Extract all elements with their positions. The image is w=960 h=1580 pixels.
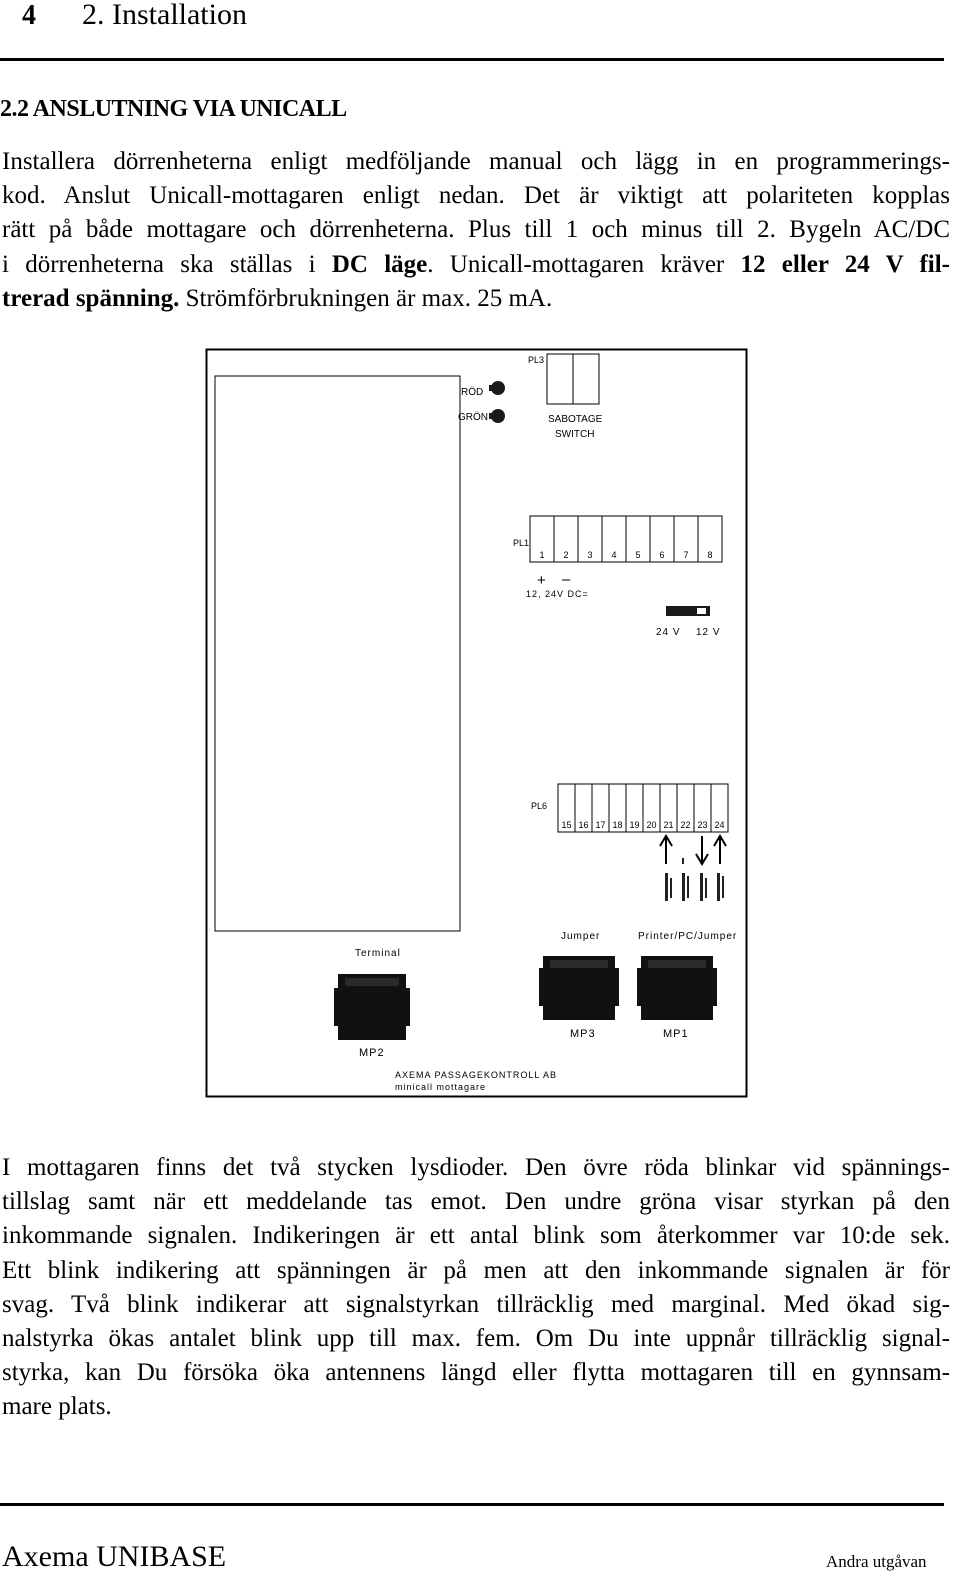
- pin-number: 5: [635, 550, 640, 560]
- body-line: I mottagaren finns det två stycken lysdi…: [2, 1154, 950, 1181]
- footer-edition: Andra utgåvan: [826, 1552, 927, 1571]
- pin-number: 18: [612, 820, 622, 830]
- pin-number: 17: [595, 820, 605, 830]
- jumper-label: Jumper: [561, 931, 600, 942]
- terminal-pin: [697, 515, 723, 563]
- body-line: nalstyrka ökas antalet blink upp till ma…: [2, 1325, 950, 1353]
- pin-number: 15: [561, 820, 571, 830]
- body-paragraph: I mottagaren finns det två stycken lysdi…: [2, 1151, 950, 1425]
- sabotage-label: SABOTAGE: [548, 414, 603, 425]
- pin-number: 8: [707, 550, 712, 560]
- mp3-socket-icon: [539, 956, 619, 1020]
- company-label: AXEMA PASSAGEKONTROLL AB: [395, 1070, 557, 1080]
- pin-number: 19: [629, 820, 639, 830]
- minus-sign: –: [562, 571, 571, 588]
- header-rule: [0, 58, 944, 61]
- signal-arrows: [659, 834, 727, 866]
- body-line: styrka, kan Du försöka öka antennens län…: [2, 1359, 950, 1387]
- pin-number: 6: [659, 550, 664, 560]
- plus-sign: +: [537, 572, 546, 589]
- pin-number: 23: [697, 820, 707, 830]
- product-label: minicall mottagare: [395, 1082, 486, 1092]
- pin-signal-markings: [665, 858, 724, 901]
- led-green-label: GRÖN: [458, 411, 488, 423]
- 24v-label: 24 V: [656, 627, 681, 638]
- footer-product: Axema UNIBASE: [2, 1540, 227, 1573]
- dc-voltage-label: 12, 24V DC=: [526, 589, 589, 599]
- body-line: Ett blink indikering att spänningen är p…: [2, 1256, 950, 1284]
- mp3-label: MP3: [570, 1028, 596, 1040]
- body-line: inkommande signalen. Indikeringen är ett…: [2, 1222, 950, 1250]
- intro-line: rätt på både mottagare och dörrenheterna…: [2, 216, 950, 244]
- pin-number: 21: [663, 820, 673, 830]
- intro-text: . Unicall-mottagaren kräver: [427, 250, 741, 278]
- intro-bold: 12 eller 24 V fil-: [740, 250, 950, 278]
- body-line: svag. Två blink indikerar att signalstyr…: [2, 1290, 950, 1318]
- board-outline: [205, 348, 748, 1098]
- body-line: mare plats.: [2, 1393, 112, 1421]
- intro-paragraph: Installera dörrenheterna enligt medfölja…: [2, 145, 950, 316]
- page-number: 4: [22, 0, 36, 31]
- terminal-label: Terminal: [355, 948, 401, 959]
- pin-number: 7: [683, 550, 688, 560]
- intro-bold: trerad spänning.: [2, 284, 180, 312]
- red-led-icon: [491, 381, 505, 395]
- pl6-label: PL6: [531, 801, 547, 811]
- pl3-label: PL3: [528, 355, 544, 365]
- mp1-label: MP1: [663, 1028, 689, 1040]
- led-red-label: RÖD: [461, 386, 483, 398]
- pin-number: 20: [646, 820, 656, 830]
- intro-text: i dörrenheterna ska ställas i: [2, 250, 332, 278]
- terminal-pin: [710, 783, 729, 833]
- printer-label: Printer/PC/Jumper: [638, 931, 737, 942]
- intro-line: kod. Anslut Unicall-mottagaren enligt ne…: [2, 182, 950, 210]
- pin-number: 4: [611, 550, 616, 560]
- intro-bold: DC läge: [331, 250, 428, 278]
- pl1-label: PL1: [513, 538, 529, 548]
- pl1-connector: 1 2 3 4 5 6 7 8: [529, 515, 723, 563]
- green-led-icon: [491, 409, 505, 423]
- voltage-jumper-icon: [666, 606, 710, 616]
- section-title: 2.2 ANSLUTNING VIA UNICALL: [0, 96, 347, 122]
- intro-line: trerad spänning. Strömförbrukningen är m…: [2, 282, 950, 316]
- mp2-socket-icon: [334, 974, 410, 1040]
- mp2-label: MP2: [359, 1047, 385, 1059]
- pin-number: 24: [714, 820, 724, 830]
- pl6-connector: 15 16 17 18 19 20 21 22 23 24: [557, 783, 729, 833]
- component-area: [214, 375, 461, 932]
- intro-line: Installera dörrenheterna enligt medfölja…: [2, 148, 950, 175]
- body-line: tillslag samt när ett meddelande tas emo…: [2, 1188, 950, 1216]
- pin-number: 3: [587, 550, 592, 560]
- intro-line: i dörrenheterna ska ställas i DC läge. U…: [2, 248, 950, 282]
- pin-number: 2: [563, 550, 568, 560]
- 12v-label: 12 V: [696, 627, 721, 638]
- pin-number: 1: [539, 550, 544, 560]
- pin-number: 22: [680, 820, 690, 830]
- mp1-socket-icon: [637, 956, 717, 1020]
- chapter-title: 2. Installation: [82, 0, 247, 31]
- intro-text: Strömförbrukningen är max. 25 mA.: [179, 284, 553, 312]
- pin-number: 16: [578, 820, 588, 830]
- switch-label: SWITCH: [555, 429, 594, 440]
- footer-rule: [0, 1503, 944, 1506]
